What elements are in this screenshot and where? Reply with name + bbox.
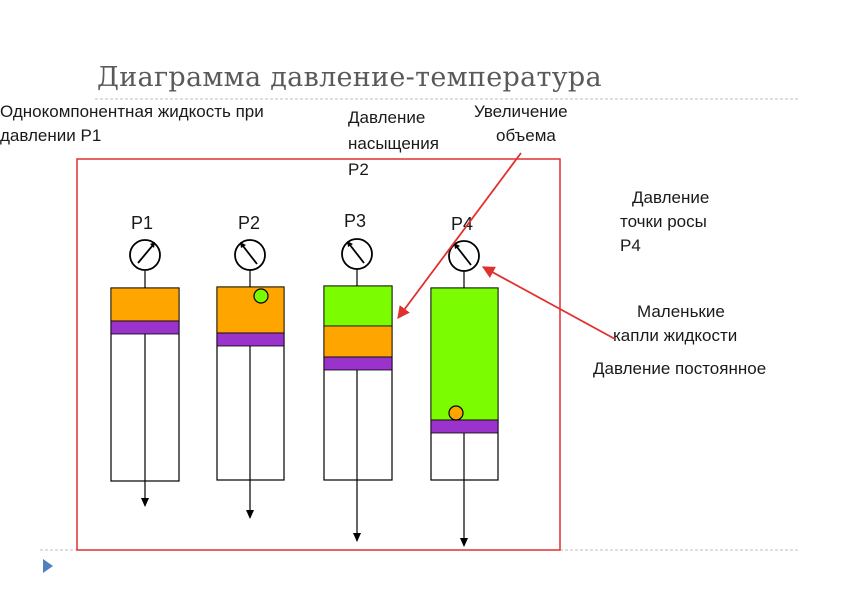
single-component-label-line1: Однокомпонентная жидкость при: [0, 102, 264, 121]
constant-pressure-arrow: [481, 266, 616, 340]
saturation-label-line1: Давление: [348, 108, 426, 127]
gauge-label-p4: Р4: [451, 214, 474, 234]
gauge-needle-tip: [240, 242, 246, 248]
liquid-layer: [323, 325, 393, 358]
volume-label-line2: объема: [496, 126, 556, 145]
dew-label-line2: точки росы: [620, 212, 707, 231]
liquid-droplet: [448, 405, 464, 421]
piston-rod-arrow-icon: [353, 533, 361, 542]
dew-label-line3: Р4: [620, 236, 641, 255]
vapor-layer: [323, 285, 393, 327]
gauge-needle: [456, 246, 472, 266]
constant-pressure-label: Давление постоянное: [593, 359, 767, 378]
saturation-pressure-label: Давление насыщения Р2: [348, 105, 439, 183]
cylinder-p2: [216, 239, 285, 519]
gauge-label-p2: Р2: [238, 213, 261, 233]
volume-label-line1: Увеличение: [474, 102, 568, 121]
drops-label-line1: Маленькие: [637, 302, 725, 321]
volume-increase-label: Увеличение объема: [474, 100, 568, 148]
bullet-triangle-icon: [43, 559, 53, 573]
gauge-needle-tip: [347, 241, 353, 247]
gauge-needle: [242, 245, 258, 265]
cylinder-p4: [430, 240, 499, 547]
saturation-label-line2: насыщения: [348, 134, 439, 153]
piston: [323, 356, 393, 371]
piston-rod-arrow-icon: [141, 498, 149, 507]
piston-rod-arrow-icon: [460, 538, 468, 547]
drops-label-line2: капли жидкости: [613, 326, 738, 345]
page-title: Диаграмма давление-температура: [97, 62, 602, 93]
dew-label-line1: Давление: [632, 188, 710, 207]
gauge-needle-tip: [150, 242, 155, 248]
saturation-label-line3: Р2: [348, 160, 369, 179]
piston: [430, 419, 499, 434]
single-component-label-line2: давлении Р1: [0, 126, 102, 145]
liquid-layer: [216, 286, 285, 334]
dew-point-label: Давление точки росы Р4: [620, 186, 709, 258]
gauge-label-p1: Р1: [131, 213, 154, 233]
piston: [110, 320, 180, 335]
single-component-label: Однокомпонентная жидкость при давлении Р…: [0, 100, 264, 148]
gauge-needle: [137, 244, 154, 264]
cylinder-p3: [323, 238, 393, 542]
liquid-layer: [110, 287, 180, 322]
piston: [216, 332, 285, 347]
small-drops-label: Маленькие капли жидкости: [613, 300, 737, 348]
gauge-needle-tip: [454, 243, 460, 249]
vapor-bubble: [253, 288, 269, 304]
experiment-frame: [76, 158, 561, 551]
gauge-label-p3: Р3: [344, 211, 367, 231]
vapor-layer: [430, 287, 499, 421]
gauge-needle: [349, 244, 365, 264]
piston-rod-arrow-icon: [246, 510, 254, 519]
volume-increase-arrow: [397, 152, 522, 320]
cylinder-p1: [110, 239, 180, 507]
